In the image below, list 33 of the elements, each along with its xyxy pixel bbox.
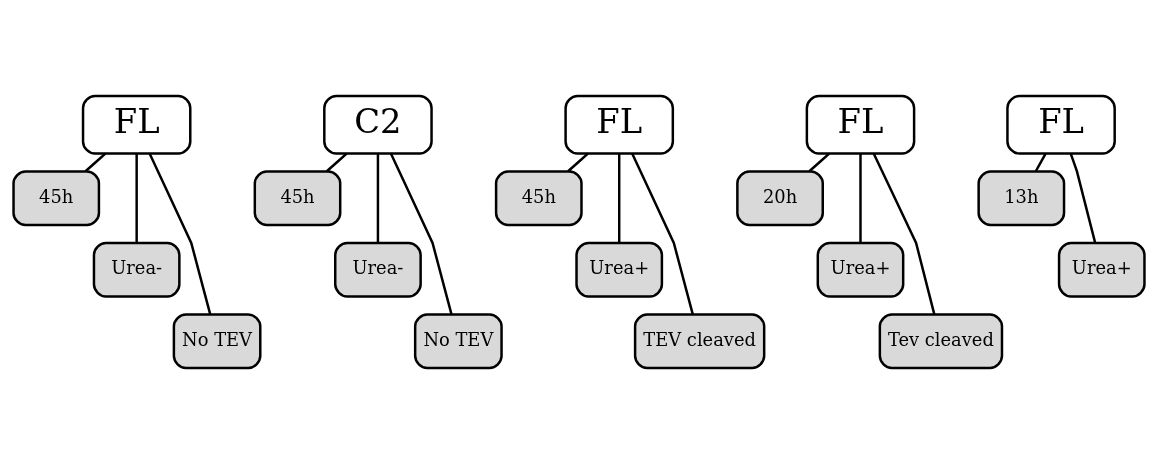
node-box: 20h [736,169,824,226]
node-box: Urea- [334,241,422,298]
connector [872,152,936,315]
connector [84,152,107,172]
node-box: No TEV [413,312,503,369]
connector [325,152,348,172]
connector [859,153,862,243]
connector [135,153,138,243]
node-box: FL [1006,94,1116,155]
node-box: Tev cleaved [878,312,1004,369]
node-box: No TEV [172,312,262,369]
connector [617,153,621,243]
connector [1069,152,1097,243]
connector [567,152,589,172]
node-box: Urea+ [575,241,664,298]
connector [389,152,453,315]
node-box: 45h [12,169,101,226]
connector [631,152,694,315]
node-box: Urea- [92,241,181,298]
node-box: Urea+ [816,241,905,298]
node-box: C2 [323,94,433,155]
node-box: FL [564,94,675,155]
connector [148,152,212,315]
connector [1034,152,1047,172]
node-box: FL [805,94,916,155]
connector [808,152,830,172]
node-box: 13h [977,169,1066,226]
node-box: TEV cleaved [633,312,766,369]
node-box: 45h [253,169,342,226]
node-box: 45h [494,169,583,226]
node-box: FL [81,94,192,155]
node-box: Urea+ [1057,241,1146,298]
connector [376,153,380,243]
